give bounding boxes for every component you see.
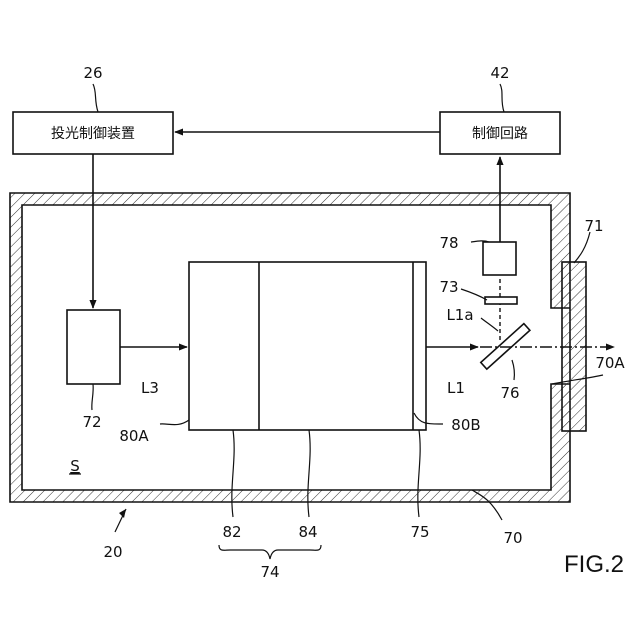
label-S: S [70, 457, 80, 475]
label-20: 20 [103, 543, 122, 561]
label-80A: 80A [119, 427, 149, 445]
label-26: 26 [83, 64, 102, 82]
label-72: 72 [82, 413, 101, 431]
detector-78 [483, 242, 516, 275]
light-controller-label: 投光制御装置 [51, 126, 135, 142]
label-73: 73 [439, 278, 458, 296]
component-72 [67, 310, 120, 384]
filter-73 [485, 297, 517, 304]
leader-lines [92, 84, 603, 559]
label-70: 70 [503, 529, 522, 547]
figure-label: FIG.2 [564, 551, 624, 578]
label-74: 74 [260, 563, 279, 581]
label-82: 82 [222, 523, 241, 541]
component-74 [189, 262, 426, 430]
label-70A: 70A [595, 354, 625, 372]
label-42: 42 [490, 64, 509, 82]
label-78: 78 [439, 234, 458, 252]
label-84: 84 [298, 523, 317, 541]
label-76: 76 [500, 384, 519, 402]
label-L1: L1 [447, 379, 465, 397]
control-circuit-box: 制御回路 [440, 112, 560, 154]
light-controller-box: 投光制御装置 [13, 112, 173, 154]
label-L1a: L1a [446, 306, 473, 324]
label-80B: 80B [451, 416, 480, 434]
label-71: 71 [584, 217, 603, 235]
label-75: 75 [410, 523, 429, 541]
label-L3: L3 [141, 379, 159, 397]
control-circuit-label: 制御回路 [472, 126, 528, 142]
